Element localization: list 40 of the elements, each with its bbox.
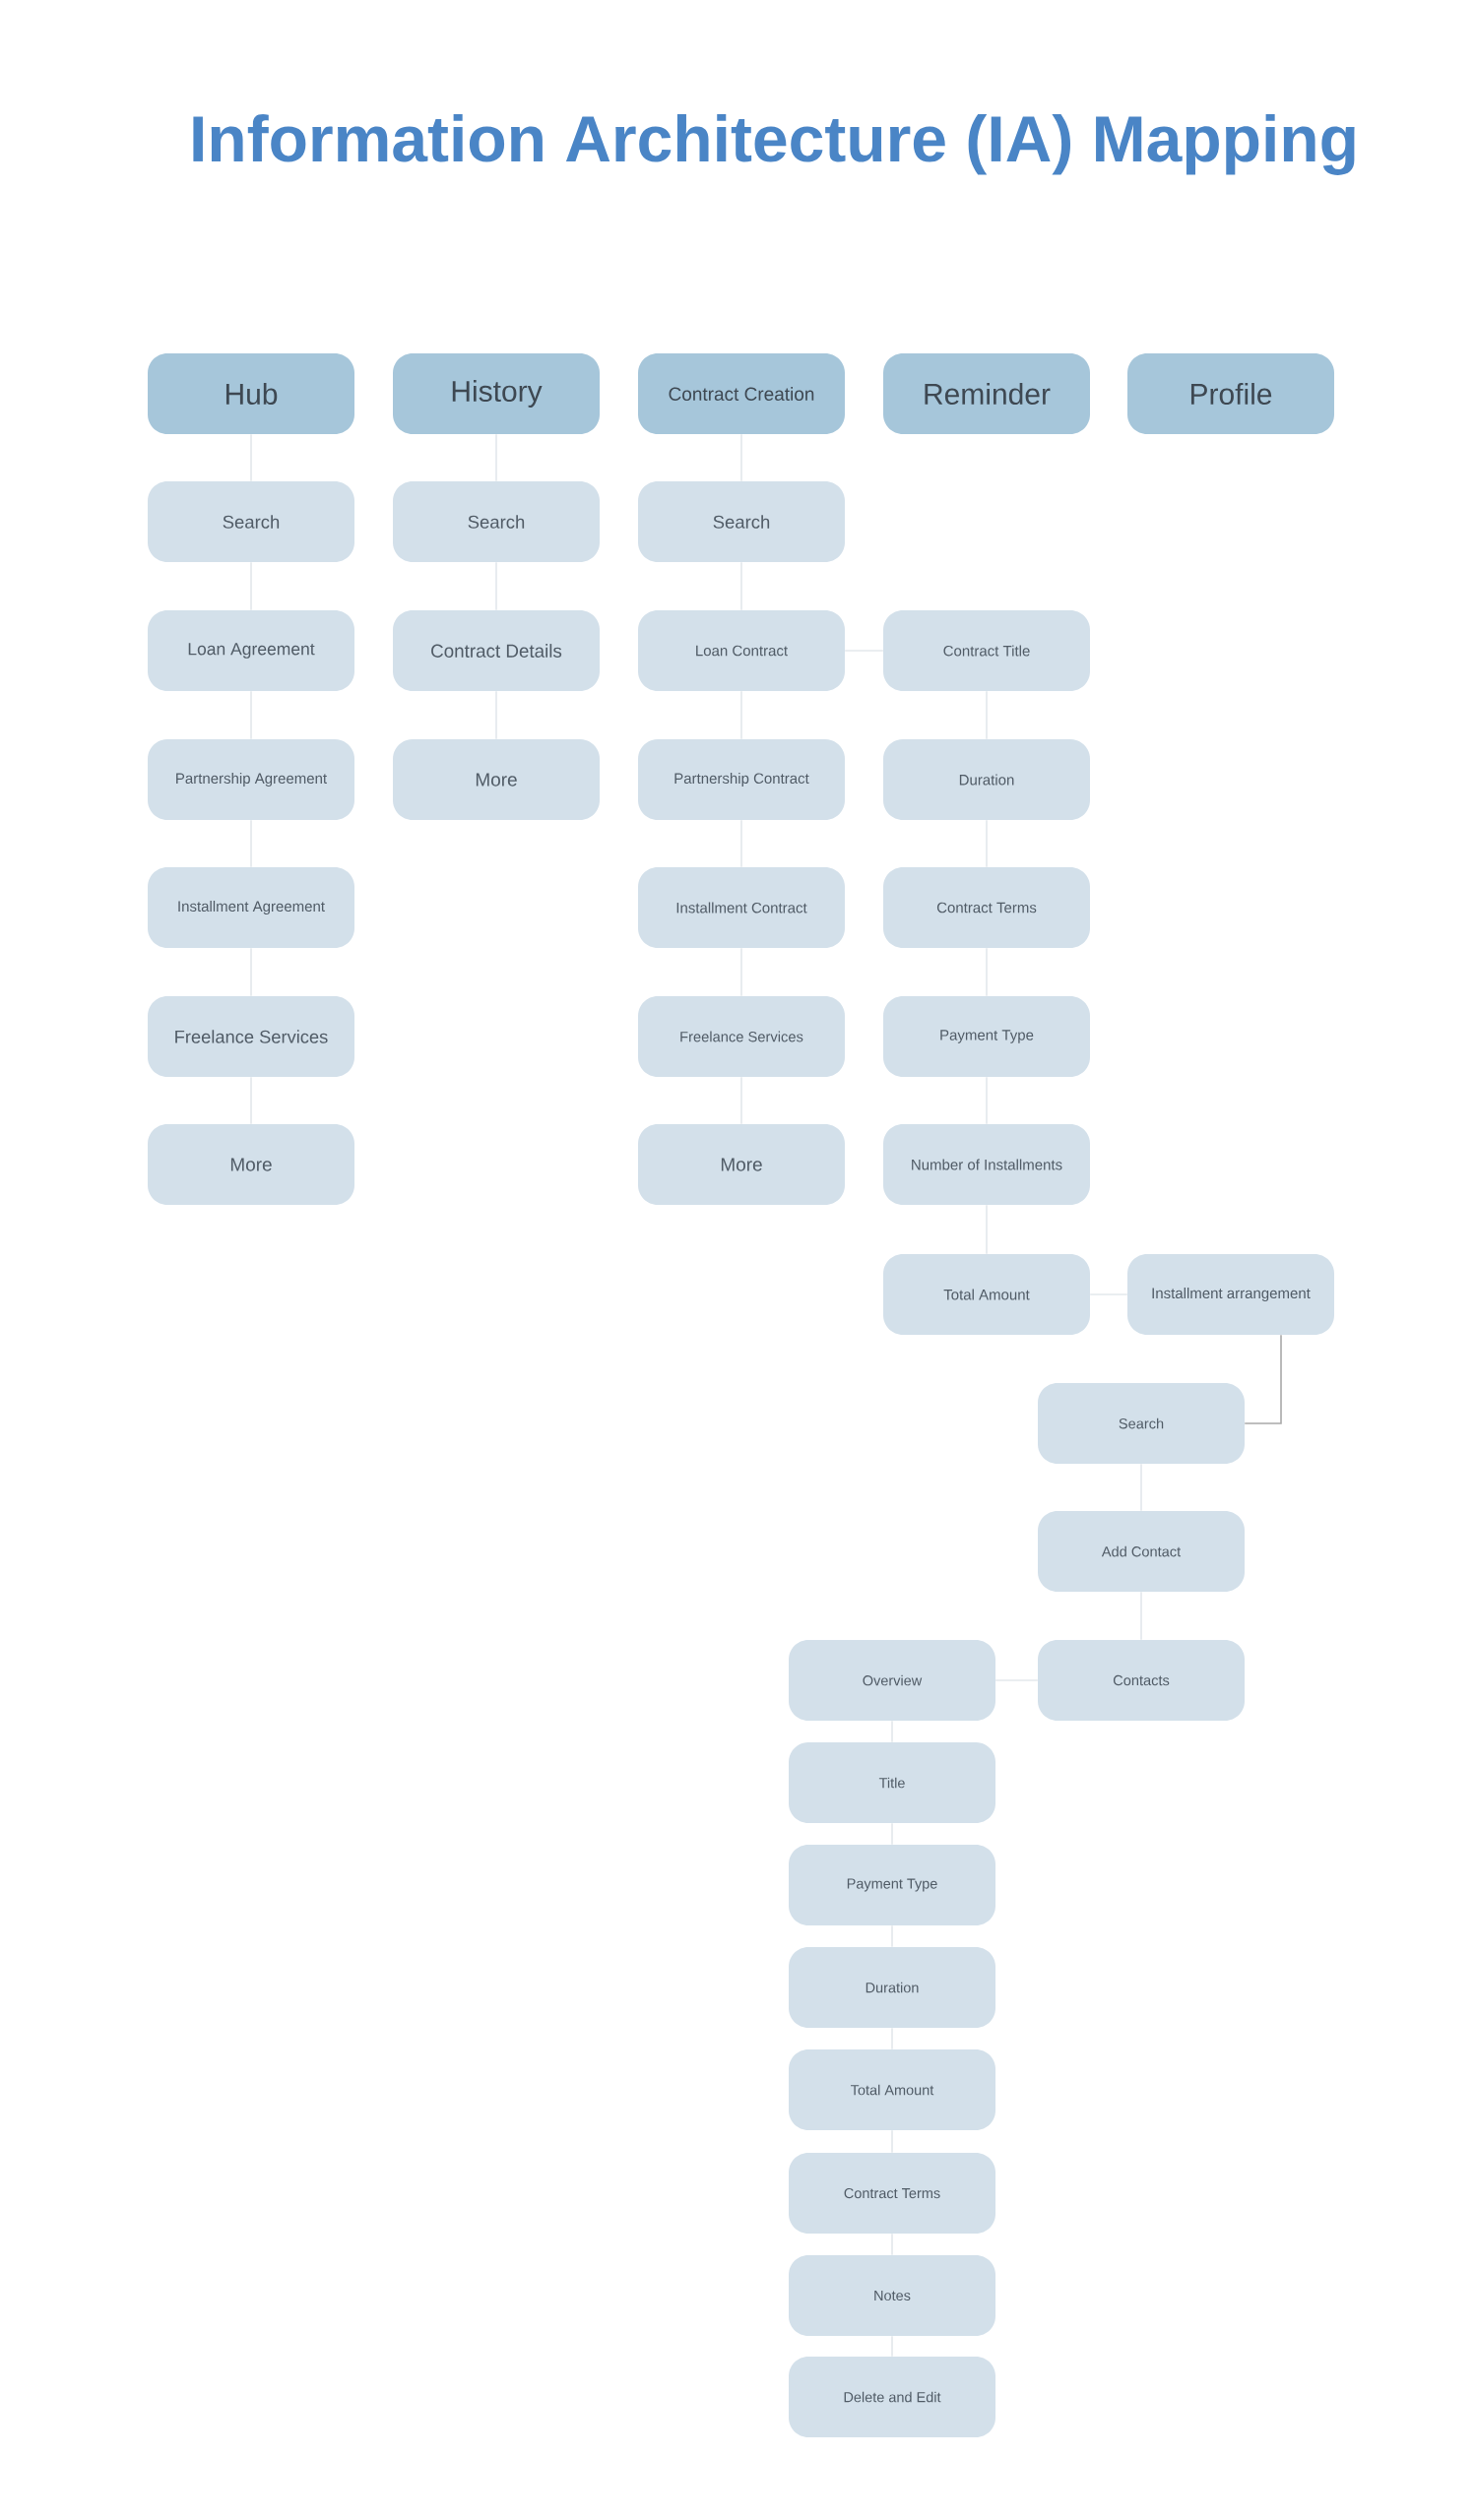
page-box: Installment arrangement (1127, 1254, 1334, 1335)
page-box: Loan Contract (638, 610, 845, 691)
page-box: Add Contact (1038, 1511, 1245, 1592)
tab-box: Hub (148, 353, 354, 434)
page-box: Installment Agreement (148, 867, 354, 948)
page-box: Delete and Edit (789, 2357, 995, 2437)
page-box: Payment Type (789, 1845, 995, 1925)
page-box: Freelance Services (638, 996, 845, 1077)
page-box: Contract Title (883, 610, 1090, 691)
page-box: Partnership Agreement (148, 739, 354, 820)
page-box: More (638, 1124, 845, 1205)
page-box: Title (789, 1742, 995, 1823)
page-box: Duration (789, 1947, 995, 2028)
page-box: Installment Contract (638, 867, 845, 948)
page-box: More (393, 739, 600, 820)
tab-box: Reminder (883, 353, 1090, 434)
title: Information Architecture (IA) Mapping (193, 114, 1355, 175)
page-box: Contract Details (393, 610, 600, 691)
tab-box: Contract Creation (638, 353, 845, 434)
page-box: Payment Type (883, 996, 1090, 1077)
page-box: Number of Installments (883, 1124, 1090, 1205)
page-box: Loan Agreement (148, 610, 354, 691)
page-box: Freelance Services (148, 996, 354, 1077)
page-box: Contract Terms (789, 2153, 995, 2234)
tab-box: Profile (1127, 353, 1334, 434)
page-box: Partnership Contract (638, 739, 845, 820)
page-box: Notes (789, 2255, 995, 2336)
page-box: Duration (883, 739, 1090, 820)
page-box: Contacts (1038, 1640, 1245, 1721)
page-box: Total Amount (789, 2049, 995, 2130)
page-box: Search (148, 481, 354, 562)
page-box: Contract Terms (883, 867, 1090, 948)
page-box: Search (638, 481, 845, 562)
page-box: Total Amount (883, 1254, 1090, 1335)
page-box: More (148, 1124, 354, 1205)
page-box: Search (393, 481, 600, 562)
page-box: Overview (789, 1640, 995, 1721)
tab-box: History (393, 353, 600, 434)
connector-line (1244, 1334, 1282, 1424)
page-box: Search (1038, 1383, 1245, 1464)
